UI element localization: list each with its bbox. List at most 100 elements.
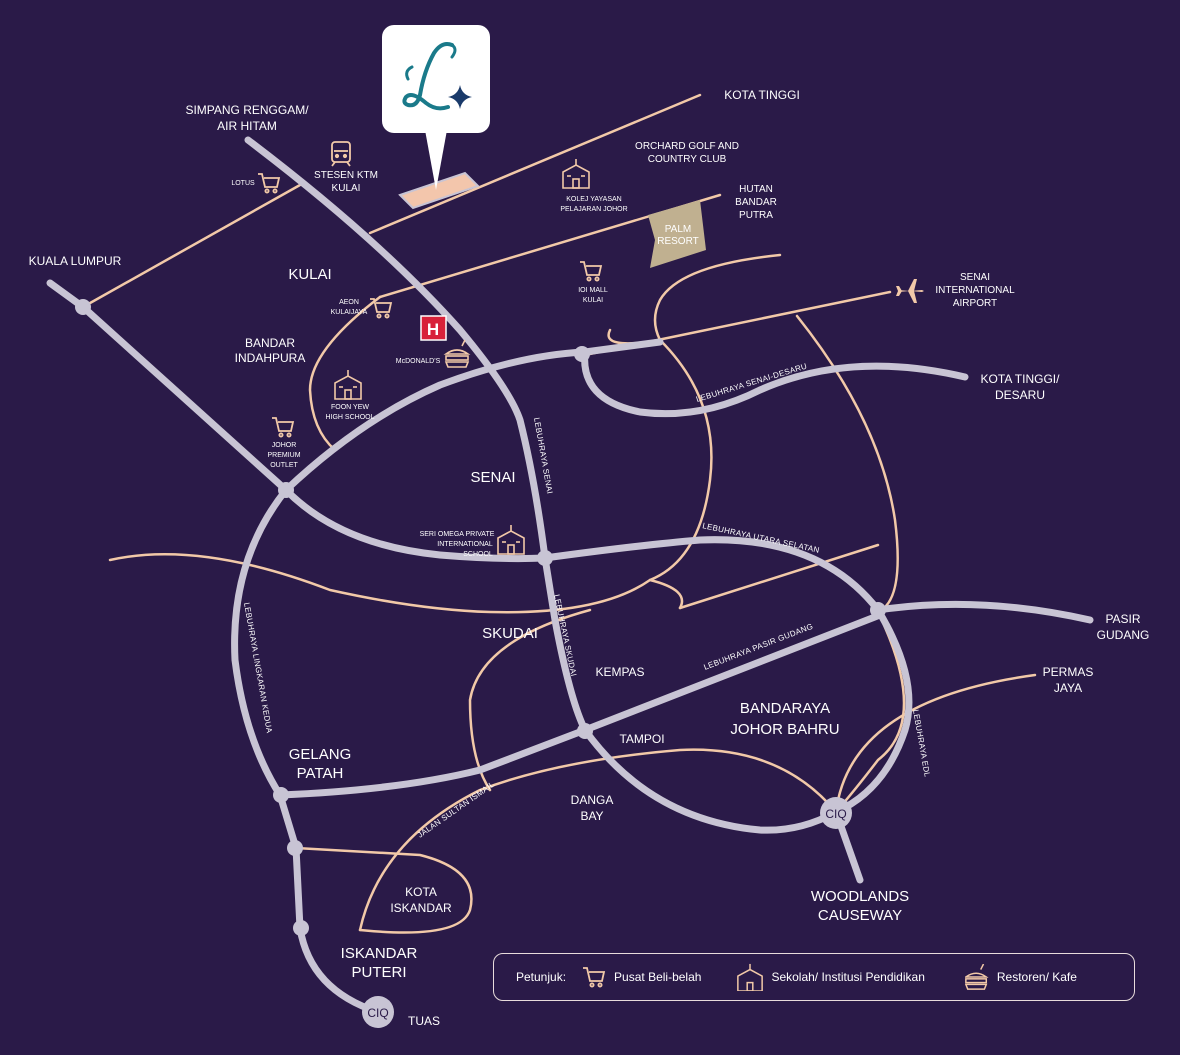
- label-hutan-bandar-putra: HUTAN: [739, 184, 773, 195]
- restaurant-icon: [443, 339, 471, 368]
- label-kota-tinggi: KOTA TINGGI: [724, 88, 800, 102]
- label-orchard-golf: ORCHARD GOLF AND: [635, 141, 739, 152]
- highways: [46, 136, 1094, 1016]
- svg-text:JAYA: JAYA: [1054, 681, 1082, 695]
- svg-text:INDAHPURA: INDAHPURA: [235, 351, 306, 365]
- school-icon: [737, 963, 764, 991]
- label-stesen-ktm: STESEN KTM: [314, 170, 378, 181]
- svg-text:H: H: [427, 320, 439, 339]
- svg-text:BANDAR: BANDAR: [735, 197, 777, 208]
- label-kempas: KEMPAS: [595, 665, 644, 679]
- school-icon: [334, 370, 362, 400]
- restaurant-icon: [964, 964, 989, 990]
- svg-text:KULAI: KULAI: [332, 183, 361, 194]
- label-bandar-indahpura: BANDAR: [245, 336, 295, 350]
- shopping-cart-icon: [583, 967, 606, 988]
- label-aeon: AEON: [339, 299, 359, 306]
- label-kota-tinggi-desaru: KOTA TINGGI/: [981, 372, 1061, 386]
- svg-text:INTERNATIONAL: INTERNATIONAL: [935, 285, 1015, 296]
- node: [870, 602, 886, 618]
- legend-label-school: Sekolah/ Institusi Pendidikan: [771, 970, 925, 984]
- svg-text:HIGH SCHOOL: HIGH SCHOOL: [325, 414, 374, 421]
- train-icon: [331, 141, 351, 167]
- ciq-node: [820, 797, 852, 829]
- node: [293, 920, 309, 936]
- legend-item-school: Sekolah/ Institusi Pendidikan: [737, 963, 925, 991]
- label-kulai: KULAI: [288, 266, 331, 283]
- legend-title: Petunjuk:: [516, 970, 567, 984]
- label-senai-airport: SENAI: [960, 272, 990, 283]
- label-johor-premium-outlet: JOHOR: [272, 442, 297, 449]
- legend-label-restaurant: Restoren/ Kafe: [996, 970, 1077, 984]
- svg-text:JOHOR BAHRU: JOHOR BAHRU: [730, 721, 839, 738]
- label-kota-iskandar: KOTA: [405, 885, 437, 899]
- legend-item-shopping: Pusat Beli-belah: [582, 966, 701, 988]
- svg-text:PATAH: PATAH: [297, 765, 344, 782]
- school-icon: [562, 159, 590, 189]
- node: [278, 482, 294, 498]
- legend: Petunjuk: Pusat Beli-belah Sekolah/ Inst…: [493, 953, 1135, 1001]
- shopping-cart-icon: [258, 173, 281, 194]
- label-pasir-gudang: PASIR: [1105, 612, 1140, 626]
- legend-label-shopping: Pusat Beli-belah: [614, 970, 702, 984]
- l-star-logo-icon: [402, 42, 472, 111]
- logo-pin: [382, 25, 490, 133]
- svg-text:PUTERI: PUTERI: [351, 964, 406, 981]
- svg-text:CAUSEWAY: CAUSEWAY: [818, 907, 902, 924]
- svg-text:INTERNATIONAL: INTERNATIONAL: [437, 541, 493, 548]
- shopping-cart-icon: [370, 298, 393, 319]
- label-ciq-tuas: CIQ: [367, 1006, 388, 1020]
- node: [577, 723, 593, 739]
- label-kuala-lumpur: KUALA LUMPUR: [29, 254, 122, 268]
- label-gelang-patah: GELANG: [289, 746, 352, 763]
- label-ioi-mall: IOI MALL: [578, 287, 608, 294]
- label-kolej-yayasan: KOLEJ YAYASAN: [566, 196, 622, 203]
- label-seri-omega: SERI OMEGA PRIVATE: [420, 531, 495, 538]
- label-ciq-jb: CIQ: [825, 807, 846, 821]
- label-woodlands-causeway: WOODLANDS: [811, 888, 909, 905]
- svg-text:ISKANDAR: ISKANDAR: [390, 901, 452, 915]
- node: [273, 787, 289, 803]
- label-foon-yew: FOON YEW: [331, 404, 369, 411]
- interchange-nodes: [75, 299, 886, 1028]
- svg-text:SCHOOL: SCHOOL: [463, 551, 493, 558]
- label-senai: SENAI: [470, 469, 515, 486]
- svg-text:COUNTRY CLUB: COUNTRY CLUB: [648, 154, 727, 165]
- svg-text:GUDANG: GUDANG: [1097, 628, 1150, 642]
- label-mcdonalds: McDONALD'S: [396, 358, 441, 365]
- node: [287, 840, 303, 856]
- label-iskandar-puteri: ISKANDAR: [341, 945, 418, 962]
- node: [537, 550, 553, 566]
- label-tampoi: TAMPOI: [619, 732, 664, 746]
- label-permas-jaya: PERMAS: [1043, 665, 1094, 679]
- svg-text:BAY: BAY: [580, 809, 603, 823]
- svg-text:PUTRA: PUTRA: [739, 210, 773, 221]
- svg-text:KULAI: KULAI: [583, 297, 603, 304]
- label-danga-bay: DANGA: [571, 793, 614, 807]
- label-johor-bahru: BANDARAYA: [740, 700, 830, 717]
- school-icon: [497, 525, 525, 555]
- palm-resort-label: PALM: [665, 224, 692, 235]
- node: [75, 299, 91, 315]
- shopping-cart-icon: [580, 261, 603, 282]
- label-tuas: TUAS: [408, 1014, 440, 1028]
- airplane-icon: [896, 279, 924, 303]
- svg-text:KULAIJAYA: KULAIJAYA: [331, 309, 368, 316]
- label-lotus: LOTUS: [231, 180, 255, 187]
- svg-text:PELAJARAN JOHOR: PELAJARAN JOHOR: [560, 206, 627, 213]
- shopping-cart-icon: [272, 417, 295, 438]
- project-site: [398, 130, 480, 210]
- svg-text:AIRPORT: AIRPORT: [953, 298, 997, 309]
- legend-item-restaurant: Restoren/ Kafe: [964, 964, 1077, 990]
- svg-text:RESORT: RESORT: [657, 236, 699, 247]
- svg-text:AIR HITAM: AIR HITAM: [217, 119, 277, 133]
- label-simpang-renggam: SIMPANG RENGGAM/: [185, 103, 309, 117]
- label-skudai: SKUDAI: [482, 625, 538, 642]
- svg-text:OUTLET: OUTLET: [270, 462, 298, 469]
- svg-text:DESARU: DESARU: [995, 388, 1045, 402]
- hospital-icon: H: [420, 315, 447, 341]
- palm-resort-area: PALM RESORT: [648, 200, 706, 268]
- svg-text:PREMIUM: PREMIUM: [267, 452, 300, 459]
- ciq-node: [362, 996, 394, 1028]
